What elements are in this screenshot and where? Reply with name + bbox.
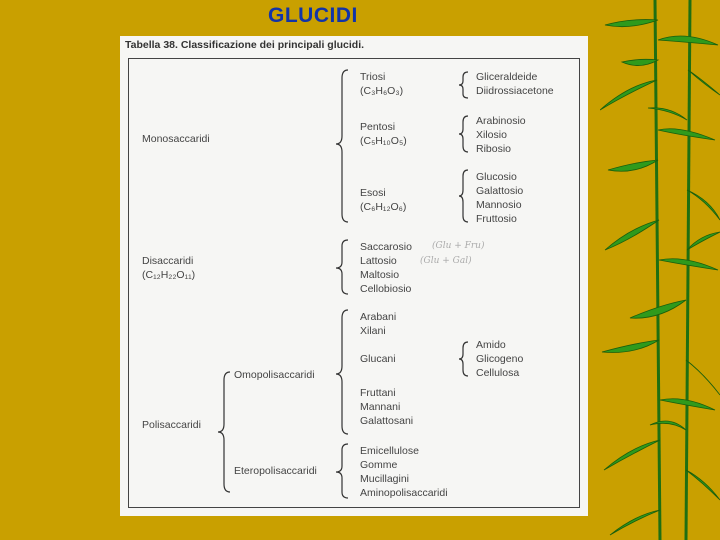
pentosi-item: Xilosio bbox=[476, 129, 507, 141]
omopolisaccaride-item: Xilani bbox=[360, 325, 386, 337]
omopolisaccaride-item: Galattosani bbox=[360, 415, 414, 427]
table-caption-text: Classificazione dei principali glucidi. bbox=[180, 39, 365, 51]
eteropolisaccaride-item: Gomme bbox=[360, 459, 398, 471]
esosi-formula: (C₆H₁₂O₆) bbox=[360, 201, 407, 213]
glucani-label: Glucani bbox=[360, 353, 396, 365]
pentosi-formula: (C₅H₁₀O₅) bbox=[360, 135, 407, 147]
polisaccaridi-label: Polisaccaridi bbox=[142, 419, 201, 431]
pentosi-item: Arabinosio bbox=[476, 115, 526, 127]
disaccaride-item: Lattosio bbox=[360, 255, 397, 267]
esosi-item: Galattosio bbox=[476, 185, 524, 197]
disaccaridi-brace bbox=[335, 239, 349, 295]
esosi-item: Glucosio bbox=[476, 171, 517, 183]
table-frame bbox=[128, 58, 580, 508]
esosi-brace bbox=[458, 169, 469, 223]
glucani-brace bbox=[458, 341, 469, 377]
triosi-label: Triosi bbox=[360, 71, 386, 83]
esosi-item: Fruttosio bbox=[476, 213, 517, 225]
braces-layer bbox=[217, 69, 469, 499]
omopolisaccaride-item: Mannani bbox=[360, 401, 401, 413]
eteropolisaccaridi-brace bbox=[335, 443, 349, 499]
omopolisaccaride-item: Arabani bbox=[360, 311, 397, 323]
glucano-item: Cellulosa bbox=[476, 367, 520, 379]
pentosi-item: Ribosio bbox=[476, 143, 512, 155]
esosi-item: Mannosio bbox=[476, 199, 522, 211]
table-caption: Tabella 38. Classificazione dei principa… bbox=[125, 39, 364, 51]
handwritten-note: (Glu + Fru) bbox=[432, 241, 485, 251]
omopolisaccaridi-label: Omopolisaccaridi bbox=[234, 369, 315, 381]
eteropolisaccaride-item: Mucillagini bbox=[360, 473, 410, 485]
pentosi-brace bbox=[458, 115, 469, 153]
eteropolisaccaridi-label: Eteropolisaccaridi bbox=[234, 465, 317, 477]
polisaccaridi-brace bbox=[217, 371, 231, 493]
esosi-label: Esosi bbox=[360, 187, 386, 199]
disaccaridi-label: Disaccaridi bbox=[142, 255, 194, 267]
eteropolisaccaride-item: Aminopolisaccaridi bbox=[360, 487, 448, 499]
omopolisaccaridi-brace bbox=[335, 309, 349, 435]
eteropolisaccaride-item: Emicellulose bbox=[360, 445, 419, 457]
classification-table-scan: Tabella 38. Classificazione dei principa… bbox=[120, 36, 588, 516]
slide-title: GLUCIDI bbox=[268, 4, 358, 27]
disaccaride-item: Cellobiosio bbox=[360, 283, 412, 295]
glucano-item: Glicogeno bbox=[476, 353, 524, 365]
monosaccaridi-brace bbox=[335, 69, 349, 223]
triosi-formula: (C₃H₆O₃) bbox=[360, 85, 404, 97]
triosi-brace bbox=[458, 71, 469, 99]
disaccaride-item: Maltosio bbox=[360, 269, 400, 281]
table-caption-number: Tabella 38. bbox=[125, 39, 178, 51]
glucano-item: Amido bbox=[476, 339, 506, 351]
pentosi-label: Pentosi bbox=[360, 121, 396, 133]
triosi-item: Gliceraldeide bbox=[476, 71, 538, 83]
disaccaride-item: Saccarosio bbox=[360, 241, 412, 253]
monosaccaridi-label: Monosaccaridi bbox=[142, 133, 210, 145]
disaccaridi-formula: (C₁₂H₂₂O₁₁) bbox=[142, 269, 196, 281]
omopolisaccaride-item: Fruttani bbox=[360, 387, 396, 399]
handwritten-note: (Glu + Gal) bbox=[420, 256, 472, 266]
triosi-item: Diidrossiacetone bbox=[476, 85, 554, 97]
bamboo-decoration bbox=[600, 0, 720, 540]
